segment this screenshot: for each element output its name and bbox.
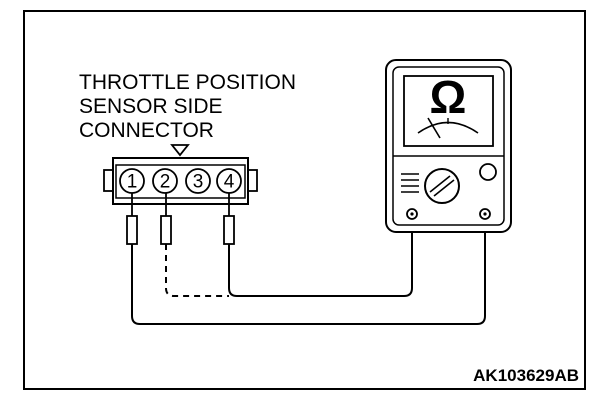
figure-code: AK103629AB [473, 366, 579, 385]
meter-display-window [403, 75, 494, 147]
pin-3-label: 3 [193, 172, 204, 193]
pin-4-label: 4 [224, 172, 235, 193]
ohm-symbol: Ω [430, 71, 467, 123]
zero-adjust-knob [479, 163, 497, 181]
connector-lock-triangle [170, 144, 190, 157]
pin-1-label: 1 [127, 172, 138, 193]
test-probes [126, 193, 235, 245]
ohmmeter: Ω [385, 59, 512, 233]
meter-terminal-right-dot [483, 212, 487, 216]
range-selector-grip [429, 175, 455, 197]
test-wires [131, 218, 486, 325]
probe-1-tip [126, 215, 138, 245]
wire-pin1-to-meter-right [131, 218, 486, 325]
connector-label: THROTTLE POSITION SENSOR SIDE CONNECTOR [79, 71, 296, 142]
probe-2-tip [160, 215, 172, 245]
wire-pin2-alternate-dashed [165, 244, 229, 297]
connector-label-line-2: SENSOR SIDE [79, 95, 223, 118]
wire-pin4-to-meter-left [228, 218, 413, 297]
pin-3-circle [185, 168, 211, 194]
connector-label-line-3: CONNECTOR [79, 119, 214, 142]
pin-2-label: 2 [160, 172, 171, 193]
pin-2-circle [152, 168, 178, 194]
probe-4-tip [223, 215, 235, 245]
diagram-frame [23, 10, 586, 390]
meter-range-marks [401, 173, 419, 193]
meter-terminal-left-dot [410, 212, 414, 216]
connector-label-line-1: THROTTLE POSITION [79, 71, 296, 94]
range-selector-dial [424, 168, 460, 204]
meter-needle [427, 117, 441, 139]
connector-pins: 1 2 3 4 [119, 168, 242, 194]
